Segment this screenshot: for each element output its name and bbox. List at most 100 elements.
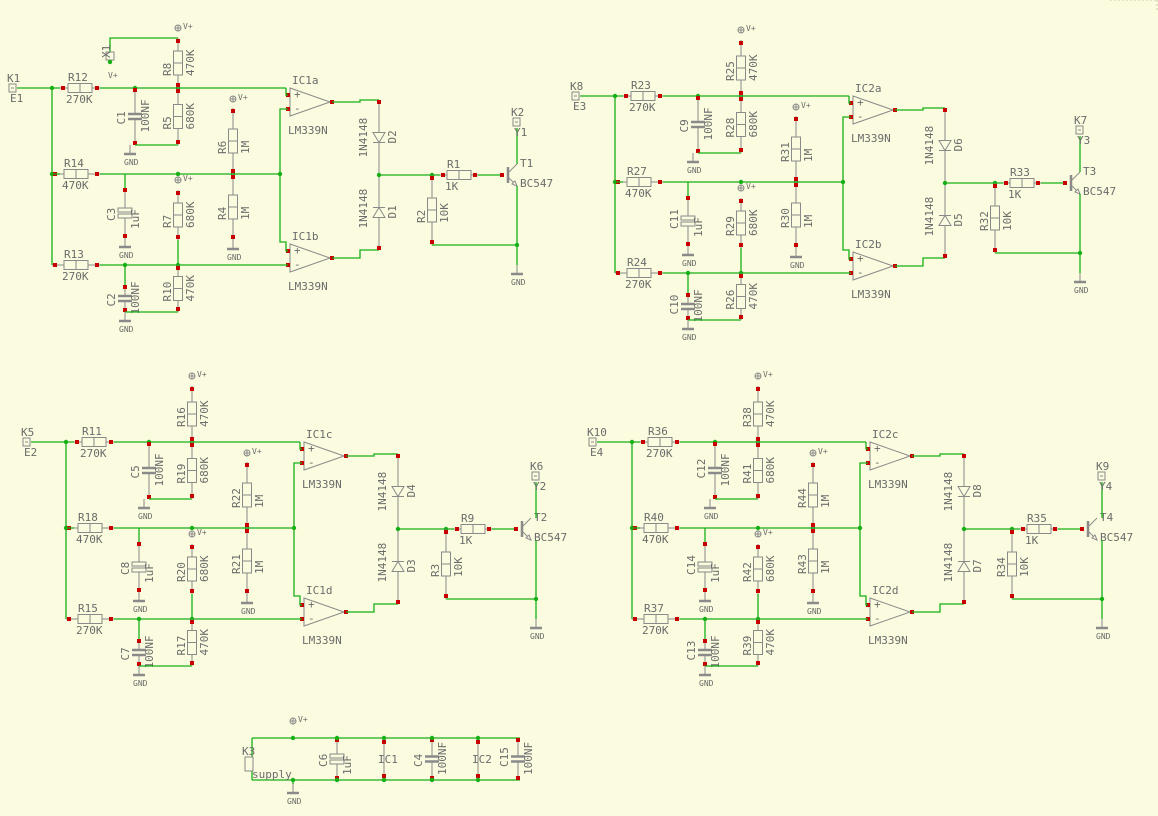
- pin-marker: [713, 495, 717, 499]
- capacitor-value: 100NF: [719, 453, 732, 486]
- pin-marker: [231, 169, 235, 173]
- ground-label: GND: [1096, 632, 1111, 641]
- resistor-ref: R39: [741, 636, 754, 656]
- connector-ref: K3: [242, 745, 255, 758]
- pin-marker: [739, 243, 743, 247]
- wire: [842, 182, 851, 260]
- resistor-ref: R12: [68, 71, 88, 84]
- transistor-collector: [1071, 171, 1081, 181]
- pin-marker: [190, 437, 194, 441]
- resistor-value: 680K: [198, 457, 211, 484]
- resistor-value: 470K: [184, 275, 197, 302]
- diode-part: 1N4148: [376, 472, 389, 512]
- resistor-ref: R14: [64, 157, 84, 170]
- resistor-ref: R5: [161, 116, 174, 129]
- capacitor-value: 1uF: [692, 217, 705, 237]
- pin-marker: [703, 662, 707, 666]
- diode-part: 1N4148: [923, 126, 936, 166]
- vcc-symbol: V+: [289, 715, 308, 725]
- resistor-value: 470K: [764, 400, 777, 427]
- resistor-value: 470K: [184, 49, 197, 76]
- resistor-ref: R13: [64, 248, 84, 261]
- resistor-ref: R11: [82, 425, 102, 438]
- connector-net: Y1: [514, 126, 527, 139]
- capacitor-ref: C6: [317, 754, 330, 767]
- capacitor-plate: [697, 561, 713, 567]
- transistor-ref: T1: [520, 157, 533, 170]
- ground-symbol: GND: [682, 320, 697, 342]
- capacitor-ref: C14: [685, 555, 698, 575]
- junction-dot: [738, 179, 744, 185]
- junction-dot: [475, 735, 481, 741]
- vcc-label: V+: [197, 528, 207, 537]
- junction-dot: [290, 777, 296, 783]
- pin-marker: [943, 254, 947, 258]
- capacitor-ref: C10: [668, 295, 681, 315]
- resistor-value: 1M: [802, 148, 815, 162]
- transistor-collector: [508, 163, 518, 173]
- vcc-label: V+: [238, 93, 248, 102]
- vcc-label: V+: [818, 447, 828, 456]
- transistor-part: BC547: [534, 531, 567, 544]
- pin-marker: [190, 589, 194, 593]
- resistor-value: 680K: [747, 209, 760, 236]
- pin-marker: [396, 600, 400, 604]
- pin-marker: [109, 617, 113, 621]
- pin-marker: [176, 140, 180, 144]
- comparator-part: LM339N: [302, 634, 342, 647]
- diode-triangle: [938, 214, 952, 226]
- junction-dot: [49, 85, 55, 91]
- wire: [859, 462, 868, 528]
- junction-dot: [136, 616, 142, 622]
- pin-marker: [137, 662, 141, 666]
- vcc-label: V+: [746, 182, 756, 191]
- pin-marker: [686, 316, 690, 320]
- wire: [895, 107, 945, 111]
- resistor-value: 1M: [253, 560, 266, 574]
- resistor-ref: R28: [724, 118, 737, 138]
- pin-marker: [137, 542, 141, 546]
- junction-dot: [175, 171, 181, 177]
- comparator-plus: +: [308, 442, 315, 455]
- resistor-value: 680K: [764, 555, 777, 582]
- pin-marker: [176, 266, 180, 270]
- capacitor-ref: C13: [685, 641, 698, 661]
- capacitor-ref: C9: [678, 119, 691, 132]
- pin-marker: [123, 308, 127, 312]
- pin-marker: [430, 240, 434, 244]
- wire: [293, 462, 302, 528]
- transistor-part: BC547: [520, 177, 553, 190]
- resistor-ref: R7: [161, 215, 174, 228]
- resistor-ref: R26: [724, 290, 737, 310]
- pin-marker: [962, 600, 966, 604]
- resistor-value: 270K: [646, 447, 673, 460]
- capacitor-ref: C15: [498, 747, 511, 767]
- pin-marker: [137, 588, 141, 592]
- connector-net: Y2: [533, 480, 546, 493]
- ic-power-ic2: IC2: [472, 738, 492, 780]
- resistor-value: 10K: [1001, 211, 1014, 231]
- resistor-value: 1K: [445, 180, 459, 193]
- resistor-ref: R2: [415, 210, 428, 223]
- pin-marker: [658, 271, 662, 275]
- connector-net: E4: [590, 446, 604, 459]
- resistor-value: 270K: [642, 624, 669, 637]
- pin-marker: [231, 175, 235, 179]
